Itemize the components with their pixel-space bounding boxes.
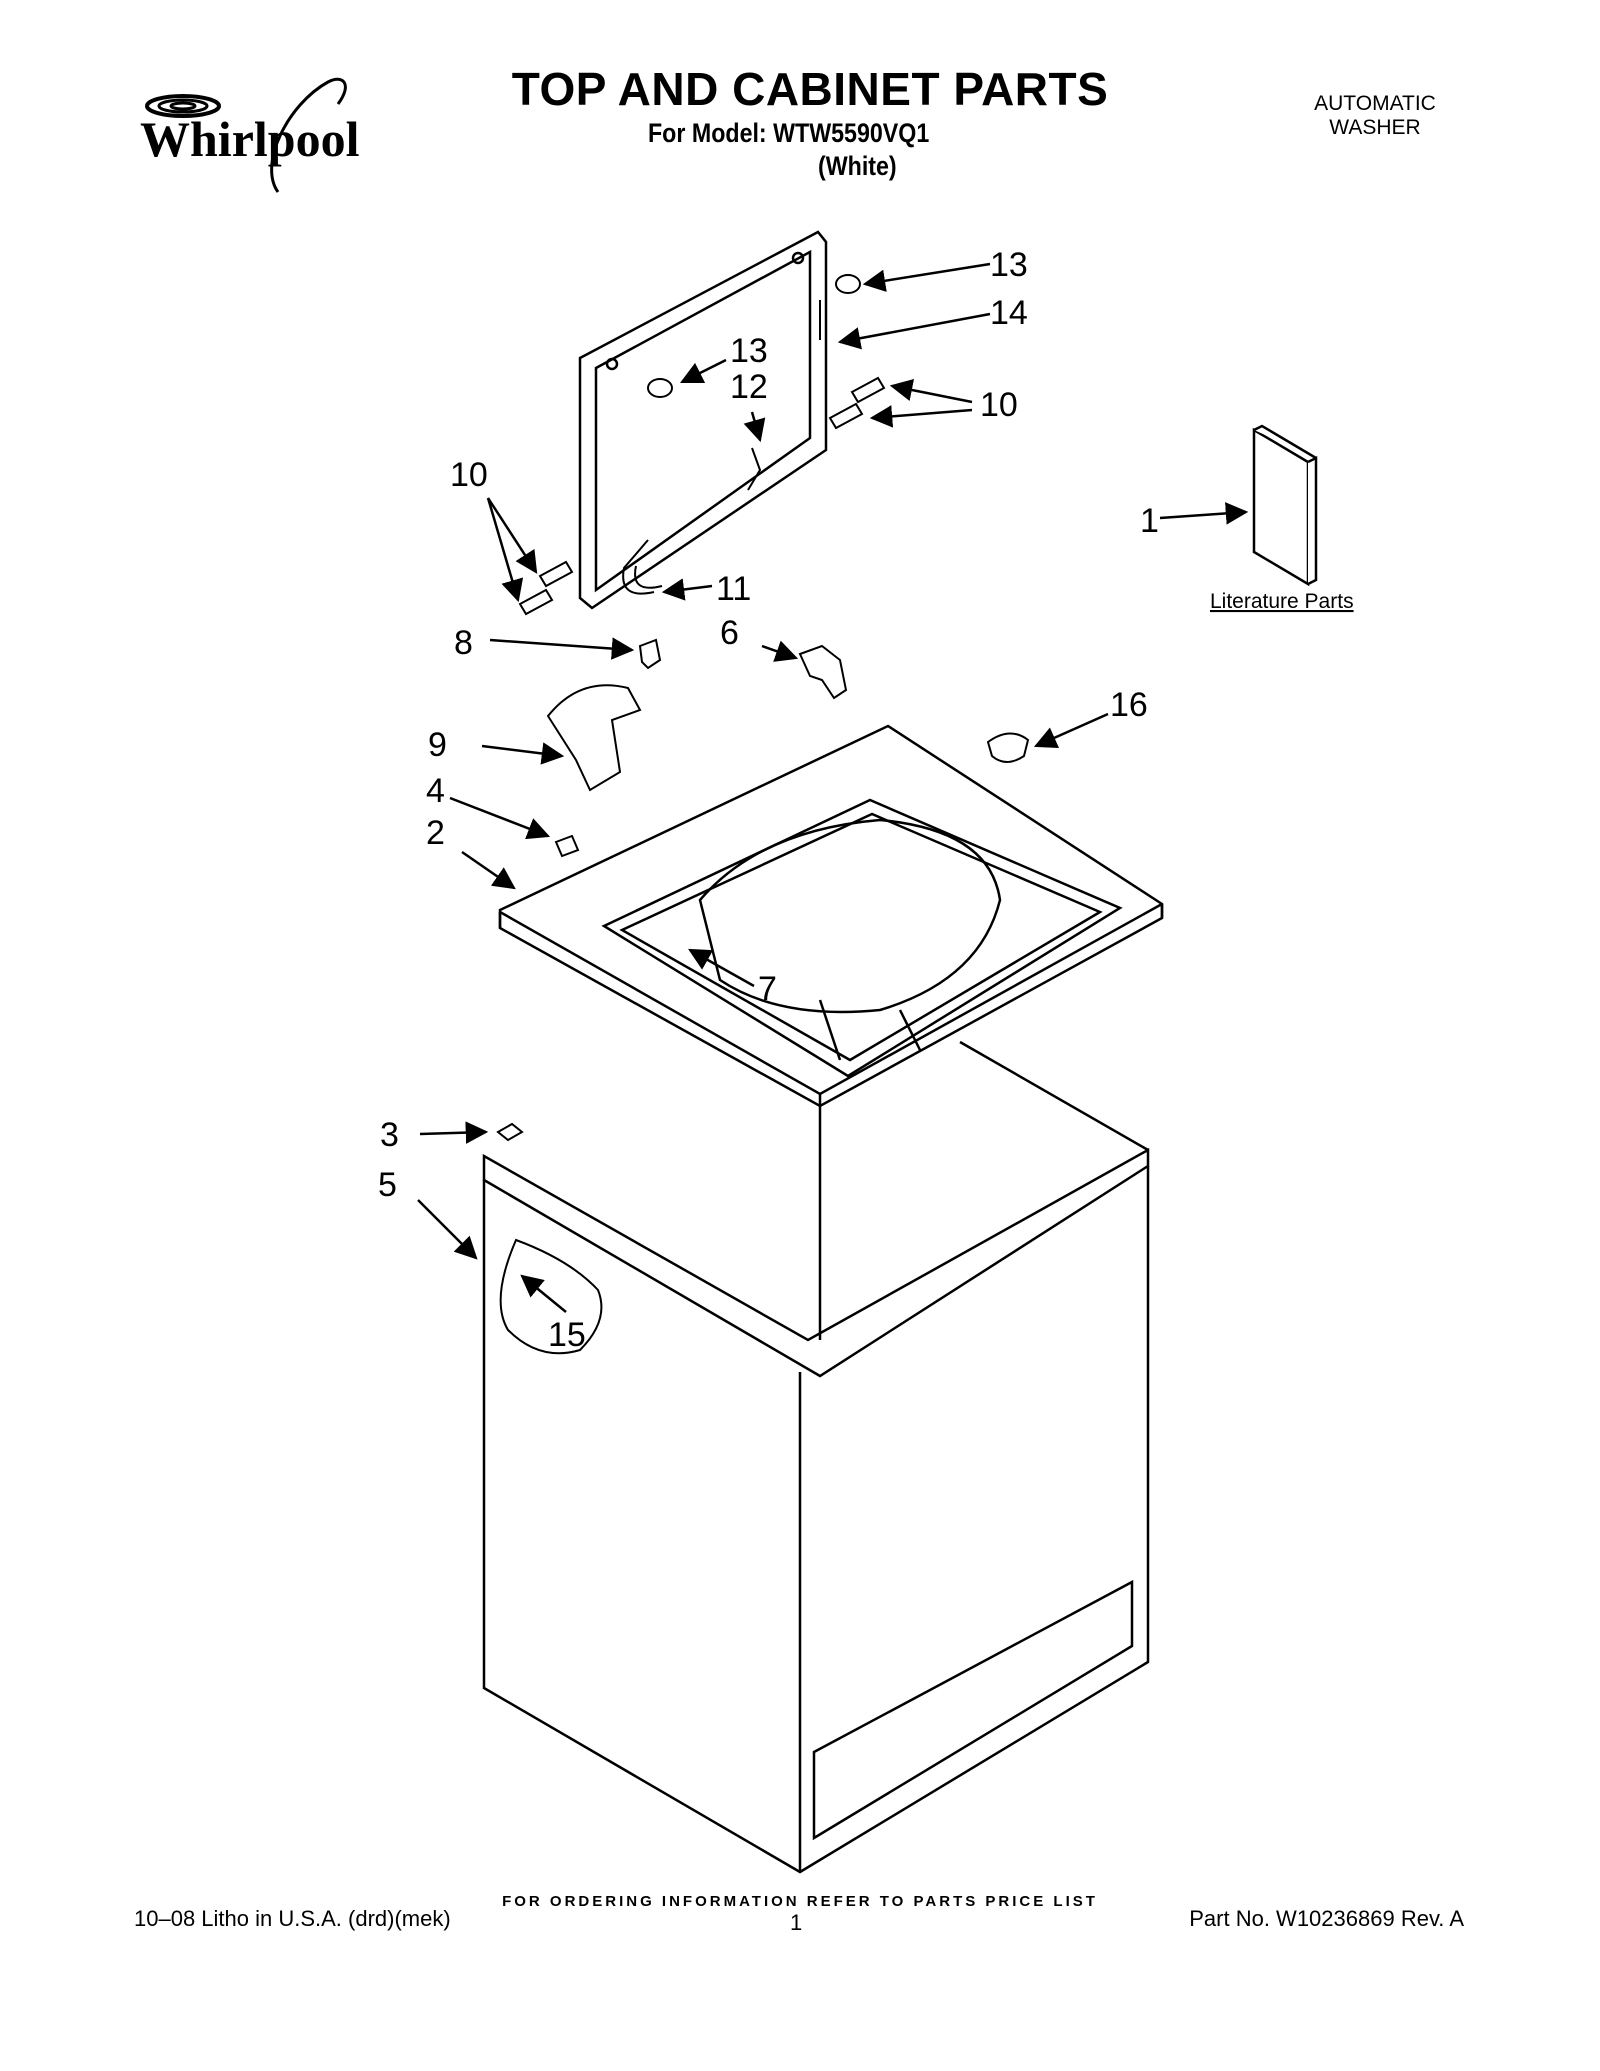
lid-hardware bbox=[518, 274, 886, 616]
whirlpool-logo: Whirlpool bbox=[138, 74, 388, 214]
color-variant: (White) bbox=[818, 151, 897, 181]
callout-6: 6 bbox=[720, 614, 739, 652]
product-type-line-1: AUTOMATIC bbox=[1314, 92, 1436, 115]
callout-13-lower: 13 bbox=[730, 332, 768, 370]
callout-11: 11 bbox=[716, 570, 751, 608]
callout-4: 4 bbox=[426, 772, 445, 810]
callout-15: 15 bbox=[548, 1316, 586, 1354]
callout-3: 3 bbox=[380, 1116, 399, 1154]
product-type-line-2: WASHER bbox=[1329, 116, 1421, 139]
callout-leader-lines bbox=[417, 262, 1249, 1313]
ordering-note: FOR ORDERING INFORMATION REFER TO PARTS … bbox=[502, 1893, 1098, 1910]
literature-booklet bbox=[1252, 424, 1318, 587]
callout-10-right: 10 bbox=[980, 386, 1018, 424]
lid-assembly bbox=[578, 230, 828, 610]
page-title: TOP AND CABINET PARTS bbox=[511, 63, 1109, 115]
callout-5: 5 bbox=[378, 1166, 397, 1204]
litho-info: 10–08 Litho in U.S.A. (drd)(mek) bbox=[134, 1906, 451, 1931]
page-number: 1 bbox=[790, 1910, 803, 1935]
callout-12: 12 bbox=[730, 368, 768, 406]
callout-1: 1 bbox=[1140, 502, 1159, 540]
top-hardware bbox=[496, 638, 1030, 1142]
callout-13-upper: 13 bbox=[990, 246, 1028, 284]
callout-2: 2 bbox=[426, 814, 445, 852]
product-type: AUTOMATIC WASHER bbox=[1290, 92, 1460, 140]
callout-8: 8 bbox=[454, 624, 473, 662]
literature-parts-label: Literature Parts bbox=[1210, 590, 1354, 613]
washer-cabinet bbox=[482, 1040, 1150, 1874]
washer-top bbox=[498, 724, 1164, 1108]
model-line: For Model: WTW5590VQ1 bbox=[648, 118, 930, 148]
callout-16: 16 bbox=[1110, 686, 1148, 724]
brand-wordmark: Whirlpool bbox=[140, 111, 360, 167]
callout-14: 14 bbox=[990, 294, 1028, 332]
part-number: Part No. W10236869 Rev. A bbox=[1189, 1906, 1464, 1931]
callout-7: 7 bbox=[758, 970, 777, 1008]
callout-10-left: 10 bbox=[450, 456, 488, 494]
callout-9: 9 bbox=[428, 726, 447, 764]
